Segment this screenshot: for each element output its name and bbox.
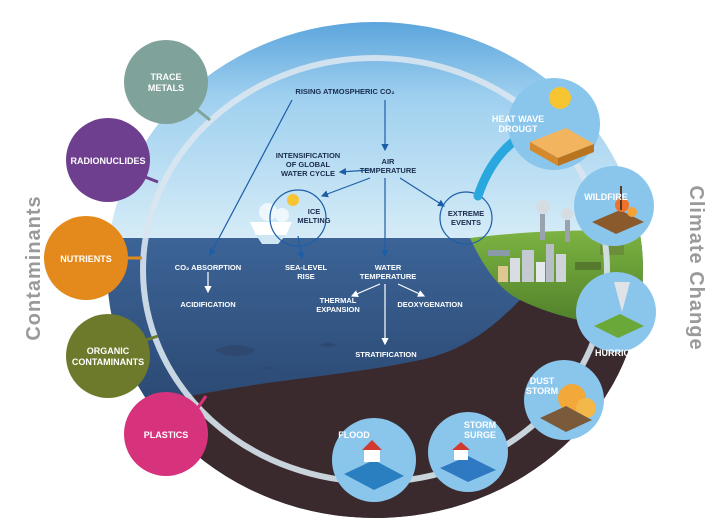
svg-text:FLOOD: FLOOD [338,430,370,440]
sun-small [287,194,299,206]
contaminant-nutrients: NUTRIENTS [44,216,142,300]
impact-flood: FLOOD [332,418,416,502]
impact-wildfire: WILDFIRE [574,166,654,246]
impact-hurricane: HURRICANE [576,272,656,358]
rising-co2-label: RISING ATMOSPHERIC CO₂ [295,87,394,96]
process-arrows-white [204,272,426,346]
acidification-label: ACIDIFICATION [180,300,235,309]
seabed [107,300,643,518]
fish-silhouette [320,343,336,347]
process-arrows [209,99,446,260]
svg-text:WILDFIRE: WILDFIRE [584,192,628,202]
co2-absorption-label: CO₂ ABSORPTION [175,263,241,272]
contaminant-plastics: PLASTICS [124,392,208,476]
ice-melting-circle [269,189,327,247]
deoxygenation-label: DEOXYGENATION [397,300,462,309]
svg-text:HURRICANE: HURRICANE [595,348,649,358]
sun-icon [549,87,571,109]
svg-text:RADIONUCLIDES: RADIONUCLIDES [70,156,145,166]
contaminants-title: Contaminants [23,195,45,340]
stratification-label: STRATIFICATION [355,350,416,359]
contaminant-radionuclides: RADIONUCLIDES [66,118,159,202]
svg-text:PLASTICS: PLASTICS [144,430,189,440]
whale-silhouette [215,345,255,356]
svg-text:NUTRIENTS: NUTRIENTS [60,254,112,264]
fish-silhouette-2 [262,366,274,370]
city [488,200,624,282]
climate-change-title: Climate Change [685,185,707,350]
extreme-events-circle [439,191,493,245]
